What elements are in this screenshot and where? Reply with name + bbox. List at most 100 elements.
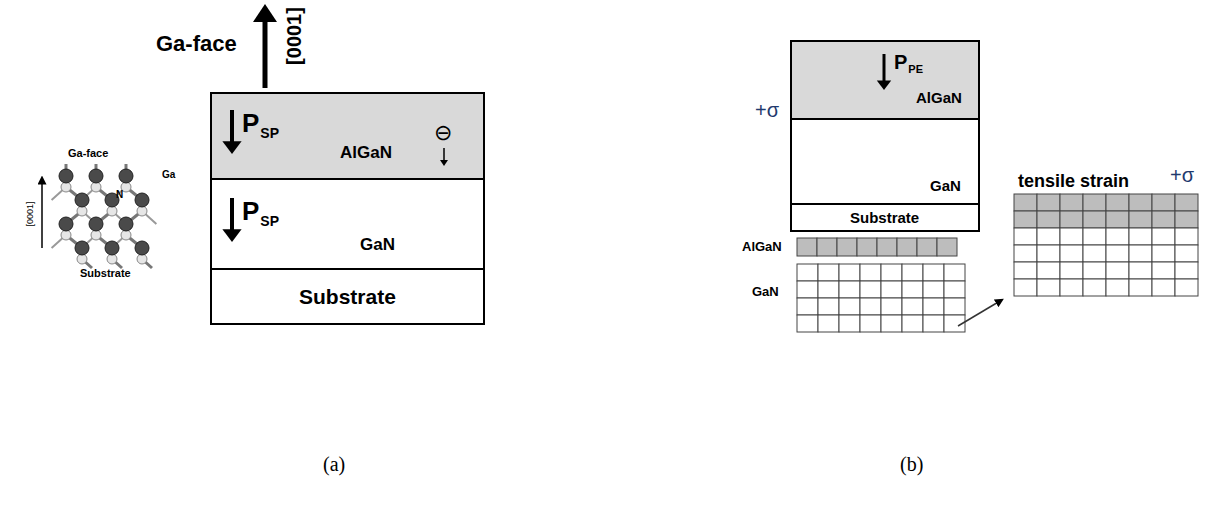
arrow-head — [440, 160, 448, 166]
lattice-cell — [923, 298, 944, 315]
algan-layer: PSP AlGaN ⊖ — [210, 92, 485, 180]
ga-atom — [135, 241, 149, 255]
lattice-cell — [1152, 245, 1175, 262]
lattice-cell — [1037, 228, 1060, 245]
lattice-cell — [1152, 228, 1175, 245]
lattice-cell — [1152, 279, 1175, 296]
ga-atom — [119, 217, 133, 231]
lattice-cell — [1014, 262, 1037, 279]
polarization-arrows — [792, 42, 982, 122]
panel-caption: (a) — [323, 454, 345, 474]
lattice-cell — [1037, 262, 1060, 279]
ga-atom — [135, 193, 149, 207]
lattice-cell — [1037, 245, 1060, 262]
lattice-cell — [1014, 228, 1037, 245]
layer-label: ⊖ — [434, 122, 452, 144]
subscript: SP — [260, 126, 279, 140]
lattice-cell — [857, 238, 877, 256]
lattice-cell — [797, 298, 818, 315]
arrow-shaft — [230, 198, 234, 230]
lattice-cell — [1083, 228, 1106, 245]
lattice-cell — [917, 238, 937, 256]
lattice-cell — [1037, 194, 1060, 211]
layer-label: P — [242, 110, 259, 136]
arrow-head — [253, 4, 277, 22]
lattice-cell — [860, 264, 881, 281]
lattice-cell — [860, 315, 881, 332]
lattice-grids — [797, 194, 1198, 332]
ga-atom — [59, 217, 73, 231]
lattice-cell — [1014, 245, 1037, 262]
lattice-cell — [1014, 279, 1037, 296]
layer-label: Substrate — [850, 210, 919, 225]
ga-atom — [75, 241, 89, 255]
atom-label: Ga — [162, 170, 175, 180]
lattice-cell — [1129, 211, 1152, 228]
substrate-layer: Substrate — [790, 205, 980, 232]
lattice-cell — [1175, 211, 1198, 228]
layer-label: AlGaN — [340, 144, 392, 161]
arrow-head — [222, 229, 241, 242]
layer-label: GaN — [930, 178, 961, 193]
direction-arrow — [263, 18, 268, 88]
lattice-cell — [817, 238, 837, 256]
crystal-face-label: Ga-face — [68, 148, 108, 159]
lattice-cell — [923, 281, 944, 298]
lattice-cell — [1014, 194, 1037, 211]
lattice-cell — [1106, 194, 1129, 211]
lattice-cell — [1175, 245, 1198, 262]
lattice-cell — [818, 315, 839, 332]
lattice-cell — [1060, 262, 1083, 279]
lattice-cell — [1060, 279, 1083, 296]
algan-layer: PPEAlGaN — [790, 40, 980, 120]
arrow-shaft — [443, 148, 445, 161]
strain-label: tensile strain — [1018, 172, 1129, 190]
lattice-cell — [797, 238, 817, 256]
lattice-cell — [1083, 279, 1106, 296]
lattice-cell — [797, 315, 818, 332]
lattice-cell — [839, 264, 860, 281]
lattice-cell — [1037, 211, 1060, 228]
lattice-cell — [1175, 194, 1198, 211]
lattice-cell — [860, 281, 881, 298]
subscript: SP — [260, 214, 279, 228]
lattice-cell — [818, 264, 839, 281]
lattice-cell — [1175, 262, 1198, 279]
lattice-cell — [1060, 211, 1083, 228]
lattice-cell — [944, 281, 965, 298]
stress-label: +σ — [1170, 165, 1194, 185]
lattice-cell — [1152, 194, 1175, 211]
lattice-cell — [881, 315, 902, 332]
lattice-cell — [902, 315, 923, 332]
lattice-cell — [839, 298, 860, 315]
arrow-shaft — [883, 54, 886, 81]
arrow-head — [877, 80, 891, 90]
lattice-cell — [1106, 211, 1129, 228]
lattice-cell — [897, 238, 917, 256]
lattice-cell — [839, 315, 860, 332]
ga-atom — [59, 169, 73, 183]
lattice-cell — [944, 264, 965, 281]
lattice-cell — [881, 281, 902, 298]
lattice-cell — [839, 281, 860, 298]
lattice-cell — [1152, 262, 1175, 279]
stress-label: +σ — [755, 100, 779, 120]
lattice-cell — [1129, 228, 1152, 245]
lattice-cell — [1014, 211, 1037, 228]
layer-label: P — [242, 198, 259, 224]
face-label: Ga-face — [156, 33, 237, 55]
lattice-cell — [902, 281, 923, 298]
lattice-cell — [1083, 245, 1106, 262]
atom-label: N — [116, 190, 123, 200]
lattice-cell — [1060, 194, 1083, 211]
gan-layer: GaN — [790, 120, 980, 205]
lattice-cell — [860, 298, 881, 315]
substrate-layer: Substrate — [210, 270, 485, 325]
subscript: PE — [908, 64, 923, 75]
lattice-cell — [1175, 228, 1198, 245]
lattice-cell — [797, 281, 818, 298]
crystal-substrate-label: Substrate — [80, 268, 131, 279]
lattice-cell — [1083, 194, 1106, 211]
lattice-cell — [1083, 211, 1106, 228]
